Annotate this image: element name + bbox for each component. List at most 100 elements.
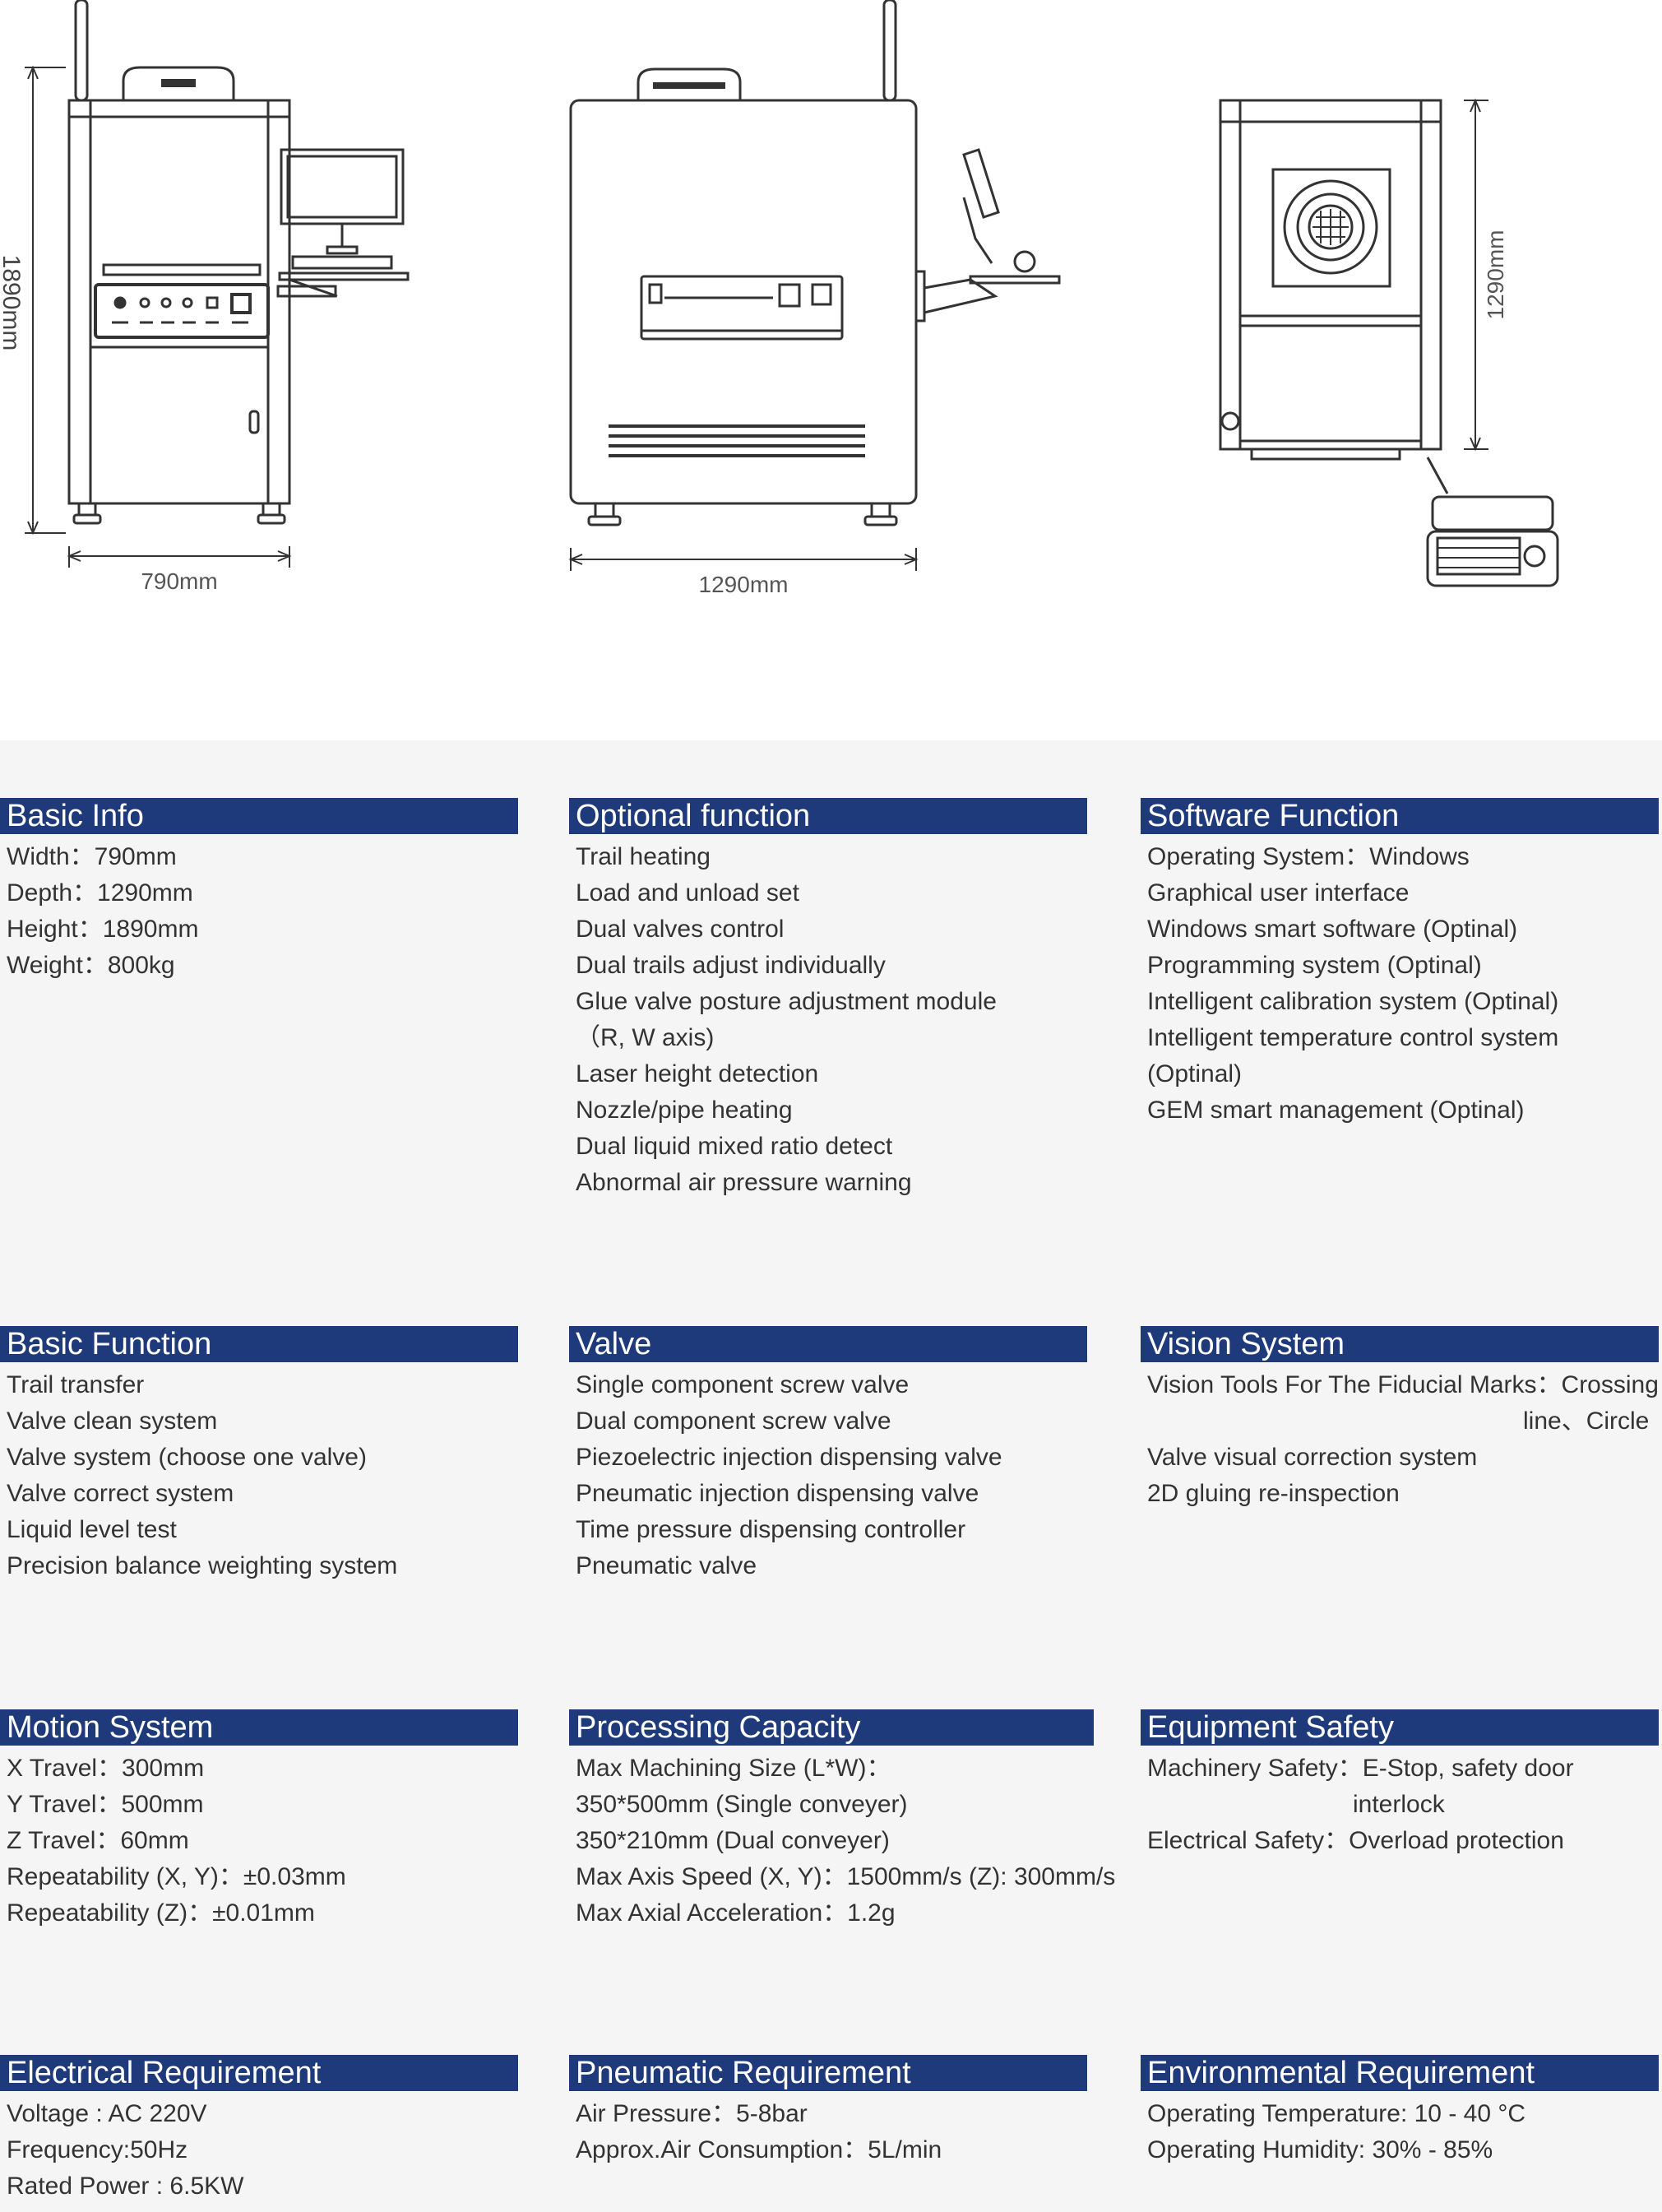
section-equipment-safety: Equipment Safety Machinery Safety：E-Stop… — [1141, 1709, 1659, 1859]
list-item: Operating Humidity: 30% - 85% — [1147, 2136, 1493, 2163]
list-item: Max Axis Speed (X, Y)：1500mm/s (Z): 300m… — [576, 1863, 1116, 1890]
list-item: Max Axial Acceleration：1.2g — [576, 1899, 896, 1927]
top-depth-label: 1290mm — [1483, 230, 1508, 320]
list-item: Dual component screw valve — [576, 1407, 891, 1435]
list-item: Pneumatic valve — [576, 1552, 757, 1579]
list-item: Operating System：Windows — [1147, 843, 1470, 870]
front-width-label: 1290mm — [699, 572, 789, 597]
list-item: Intelligent temperature control system — [1147, 1024, 1559, 1051]
list-item: line、Circle — [1523, 1407, 1650, 1435]
section-electrical-requirement: Electrical Requirement Voltage : AC 220V… — [0, 2055, 518, 2205]
specifications-area — [0, 740, 1662, 2212]
list-item: Valve correct system — [7, 1480, 234, 1507]
list-item: Dual valves control — [576, 916, 785, 943]
list-item: Time pressure dispensing controller — [576, 1516, 966, 1543]
list-item: Voltage : AC 220V — [7, 2100, 207, 2127]
list-item: Trail heating — [576, 843, 711, 870]
section-pneumatic-requirement: Pneumatic Requirement Air Pressure：5-8ba… — [569, 2055, 1087, 2168]
side-width-dimension — [67, 546, 292, 568]
list-item: Vision Tools For The Fiducial Marks：Cros… — [1147, 1371, 1659, 1398]
item-list: Trail heating Load and unload set Dual v… — [569, 834, 1087, 1201]
section-title: Basic Function — [0, 1326, 518, 1362]
list-item: Max Machining Size (L*W)： — [576, 1755, 891, 1782]
list-item: （R, W axis) — [576, 1024, 715, 1051]
side-view-drawing — [67, 0, 410, 525]
list-item: Dual liquid mixed ratio detect — [576, 1133, 893, 1160]
list-item: Liquid level test — [7, 1516, 177, 1543]
list-item: interlock — [1353, 1791, 1445, 1818]
list-item: Piezoelectric injection dispensing valve — [576, 1444, 1002, 1471]
list-item: Repeatability (X, Y)：±0.03mm — [7, 1863, 346, 1890]
list-item: Repeatability (Z)：±0.01mm — [7, 1899, 315, 1927]
list-item: Depth：1290mm — [7, 879, 193, 907]
section-basic-info: Basic Info Width：790mm Depth：1290mm Heig… — [0, 798, 518, 984]
section-title: Electrical Requirement — [0, 2055, 518, 2091]
item-list: Air Pressure：5-8bar Approx.Air Consumpti… — [569, 2091, 1087, 2168]
item-list: Operating Temperature: 10 - 40 °C Operat… — [1141, 2091, 1659, 2168]
section-title: Environmental Requirement — [1141, 2055, 1659, 2091]
list-item: Height：1890mm — [7, 916, 199, 943]
section-motion-system: Motion System X Travel：300mm Y Travel：50… — [0, 1709, 518, 1931]
list-item: (Optinal) — [1147, 1060, 1243, 1087]
item-list: Vision Tools For The Fiducial Marks：Cros… — [1141, 1362, 1659, 1512]
section-environmental-requirement: Environmental Requirement Operating Temp… — [1141, 2055, 1659, 2168]
list-item: Valve clean system — [7, 1407, 218, 1435]
list-item: Load and unload set — [576, 879, 799, 907]
item-list: Machinery Safety：E-Stop, safety door int… — [1141, 1746, 1659, 1859]
section-title: Processing Capacity — [569, 1709, 1094, 1746]
section-title: Software Function — [1141, 798, 1659, 834]
list-item: Precision balance weighting system — [7, 1552, 398, 1579]
section-title: Vision System — [1141, 1326, 1659, 1362]
list-item: Abnormal air pressure warning — [576, 1169, 912, 1196]
list-item: Operating Temperature: 10 - 40 °C — [1147, 2100, 1526, 2127]
list-item: Valve system (choose one valve) — [7, 1444, 367, 1471]
list-item: Single component screw valve — [576, 1371, 910, 1398]
list-item: Electrical Safety：Overload protection — [1147, 1827, 1564, 1854]
list-item: Air Pressure：5-8bar — [576, 2100, 808, 2127]
list-item: GEM smart management (Optinal) — [1147, 1097, 1525, 1124]
list-item: Nozzle/pipe heating — [576, 1097, 793, 1124]
section-optional-function: Optional function Trail heating Load and… — [569, 798, 1087, 1201]
list-item: Frequency:50Hz — [7, 2136, 188, 2163]
list-item: Valve visual correction system — [1147, 1444, 1478, 1471]
list-item: 350*500mm (Single conveyer) — [576, 1791, 908, 1818]
list-item: Rated Power : 6.5KW — [7, 2173, 244, 2200]
list-item: X Travel：300mm — [7, 1755, 205, 1782]
list-item: Windows smart software (Optinal) — [1147, 916, 1518, 943]
item-list: Single component screw valve Dual compon… — [569, 1362, 1087, 1584]
list-item: Graphical user interface — [1147, 879, 1410, 907]
front-width-dimension — [568, 548, 919, 571]
item-list: Trail transfer Valve clean system Valve … — [0, 1362, 518, 1584]
list-item: Glue valve posture adjustment module — [576, 988, 997, 1015]
list-item: Y Travel：500mm — [7, 1791, 204, 1818]
machine-drawings: 1890mm 790mm — [0, 0, 1559, 597]
section-title: Basic Info — [0, 798, 518, 834]
side-width-label: 790mm — [141, 568, 217, 594]
section-title: Equipment Safety — [1141, 1709, 1659, 1746]
list-item: Z Travel：60mm — [7, 1827, 189, 1854]
section-title: Motion System — [0, 1709, 518, 1746]
section-vision-system: Vision System Vision Tools For The Fiduc… — [1141, 1326, 1659, 1512]
item-list: Width：790mm Depth：1290mm Height：1890mm W… — [0, 834, 518, 984]
section-title: Optional function — [569, 798, 1087, 834]
list-item: Machinery Safety：E-Stop, safety door — [1147, 1755, 1574, 1782]
list-item: 350*210mm (Dual conveyer) — [576, 1827, 890, 1854]
side-height-dimension — [25, 65, 66, 536]
list-item: Width：790mm — [7, 843, 177, 870]
top-depth-dimension — [1464, 98, 1488, 452]
list-item: Approx.Air Consumption：5L/min — [576, 2136, 942, 2163]
side-height-label: 1890mm — [0, 255, 25, 351]
item-list: Max Machining Size (L*W)： 350*500mm (Sin… — [569, 1746, 1116, 1931]
drawings-area: 1890mm 790mm — [0, 0, 1662, 740]
list-item: 2D gluing re-inspection — [1147, 1480, 1400, 1507]
section-title: Valve — [569, 1326, 1087, 1362]
item-list: Voltage : AC 220V Frequency:50Hz Rated P… — [0, 2091, 518, 2205]
section-processing-capacity: Processing Capacity Max Machining Size (… — [569, 1709, 1116, 1931]
list-item: Programming system (Optinal) — [1147, 952, 1482, 979]
section-basic-function: Basic Function Trail transfer Valve clea… — [0, 1326, 518, 1584]
list-item: Dual trails adjust individually — [576, 952, 886, 979]
section-title: Pneumatic Requirement — [569, 2055, 1087, 2091]
list-item: Pneumatic injection dispensing valve — [576, 1480, 979, 1507]
list-item: Trail transfer — [7, 1371, 145, 1398]
list-item: Weight：800kg — [7, 952, 175, 979]
